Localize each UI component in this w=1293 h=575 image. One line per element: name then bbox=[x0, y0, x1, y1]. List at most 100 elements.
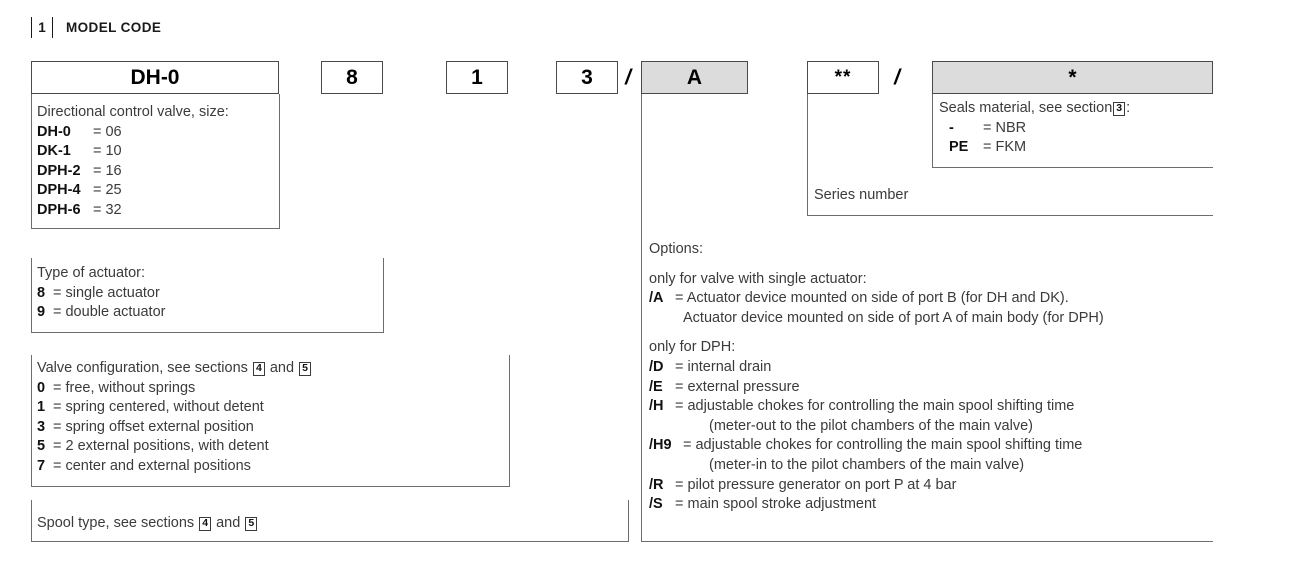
section-ref-badge-4: 4 bbox=[199, 516, 212, 531]
option-value: = adjustable chokes for controlling the … bbox=[675, 398, 1075, 415]
table-row: DK-1 = 10 bbox=[37, 142, 276, 162]
bracket-bottom-line bbox=[932, 166, 1213, 168]
valve-config-title-mid: and bbox=[269, 360, 295, 376]
page-title: MODEL CODE bbox=[66, 20, 162, 35]
bracket-bottom-line bbox=[641, 540, 1213, 542]
option-value: Actuator device mounted on side of port … bbox=[683, 309, 1104, 326]
actuator-value: = double actuator bbox=[53, 304, 166, 321]
table-row: /A = Actuator device mounted on side of … bbox=[649, 289, 1209, 309]
series-number-block: Series number bbox=[807, 94, 1213, 216]
table-row: - = NBR bbox=[939, 119, 1209, 139]
bracket-bottom-line bbox=[31, 227, 280, 229]
option-value: = pilot pressure generator on port P at … bbox=[675, 476, 957, 493]
section-heading: 1 MODEL CODE bbox=[31, 17, 161, 38]
table-row: 0 = free, without springs bbox=[37, 379, 506, 399]
actuator-code-box[interactable]: 8 bbox=[321, 61, 383, 94]
seals-title-post: : bbox=[1126, 100, 1131, 116]
config-value: = 2 external positions, with detent bbox=[53, 438, 269, 455]
table-row: DPH-6 = 32 bbox=[37, 201, 276, 221]
actuator-key: 9 bbox=[37, 304, 46, 321]
table-row: /R = pilot pressure generator on port P … bbox=[649, 476, 1209, 496]
table-row: (meter-in to the pilot chambers of the m… bbox=[649, 456, 1209, 476]
seal-key: - bbox=[949, 119, 954, 136]
spool-title-mid: and bbox=[216, 515, 241, 531]
config-key: 5 bbox=[37, 438, 46, 455]
seals-code-box[interactable]: * bbox=[932, 61, 1213, 94]
seal-key: PE bbox=[949, 139, 969, 156]
section-number-badge: 1 bbox=[31, 17, 53, 38]
table-row: 1 = spring centered, without detent bbox=[37, 398, 506, 418]
option-key bbox=[649, 456, 709, 476]
option-key: /A bbox=[649, 290, 664, 307]
option-key: /D bbox=[649, 358, 664, 375]
table-row: DPH-2 = 16 bbox=[37, 162, 276, 182]
option-value: = external pressure bbox=[675, 378, 800, 395]
option-value: (meter-in to the pilot chambers of the m… bbox=[709, 456, 1025, 473]
table-row: Actuator device mounted on side of port … bbox=[649, 309, 1209, 329]
option-key bbox=[649, 309, 683, 329]
options-block: Options: only for valve with single actu… bbox=[641, 94, 1213, 542]
bracket-bottom-line bbox=[31, 540, 629, 542]
valve-size-title: Directional control valve, size: bbox=[37, 104, 229, 120]
option-key: /E bbox=[649, 378, 663, 395]
table-row: DH-0 = 06 bbox=[37, 123, 276, 143]
table-row: /E = external pressure bbox=[649, 378, 1209, 398]
seal-value: = NBR bbox=[983, 119, 1027, 136]
bracket-right-line bbox=[382, 258, 384, 333]
option-key bbox=[649, 417, 709, 437]
option-value: = Actuator device mounted on side of por… bbox=[675, 290, 1069, 307]
seal-value: = FKM bbox=[983, 139, 1027, 156]
actuator-key: 8 bbox=[37, 284, 46, 301]
option-value: = internal drain bbox=[675, 358, 772, 375]
bracket-left-line bbox=[641, 94, 643, 542]
table-row: 7 = center and external positions bbox=[37, 457, 506, 477]
option-key: /S bbox=[649, 496, 663, 513]
valve-size-block: Directional control valve, size: DH-0 = … bbox=[31, 94, 280, 229]
series-number-label: Series number bbox=[814, 187, 909, 203]
options-heading: Options: bbox=[649, 241, 703, 257]
size-value: = 10 bbox=[93, 143, 122, 160]
option-key: /R bbox=[649, 476, 664, 493]
config-value: = free, without springs bbox=[53, 379, 196, 396]
bracket-bottom-line bbox=[31, 331, 384, 333]
size-key: DK-1 bbox=[37, 143, 71, 160]
config-code-box[interactable]: 1 bbox=[446, 61, 508, 94]
table-row: /H = adjustable chokes for controlling t… bbox=[649, 397, 1209, 417]
config-key: 1 bbox=[37, 399, 46, 416]
spool-code-box[interactable]: 3 bbox=[556, 61, 618, 94]
config-key: 3 bbox=[37, 418, 46, 435]
options-code-box[interactable]: A bbox=[641, 61, 748, 94]
bracket-right-line bbox=[508, 355, 510, 487]
bracket-left-line bbox=[932, 94, 934, 168]
table-row: 3 = spring offset external position bbox=[37, 418, 506, 438]
size-value: = 25 bbox=[93, 182, 122, 199]
config-value: = spring centered, without detent bbox=[53, 399, 264, 416]
table-row: 8 = single actuator bbox=[37, 284, 380, 304]
table-row: PE = FKM bbox=[939, 138, 1209, 158]
config-value: = spring offset external position bbox=[53, 418, 254, 435]
model-code-box[interactable]: DH-0 bbox=[31, 61, 279, 94]
bracket-bottom-line bbox=[807, 214, 1213, 216]
actuator-type-block: Type of actuator: 8 = single actuator 9 … bbox=[31, 258, 384, 333]
option-key: /H9 bbox=[649, 437, 672, 454]
actuator-value: = single actuator bbox=[53, 284, 160, 301]
size-value: = 16 bbox=[93, 162, 122, 179]
series-code-box[interactable]: ** bbox=[807, 61, 879, 94]
options-group1-title: only for valve with single actuator: bbox=[649, 270, 867, 287]
slash-separator-1: / bbox=[625, 65, 631, 89]
bracket-right-line bbox=[627, 500, 629, 542]
section-ref-badge-5: 5 bbox=[299, 361, 311, 376]
size-key: DPH-2 bbox=[37, 162, 81, 179]
table-row: DPH-4 = 25 bbox=[37, 181, 276, 201]
option-key: /H bbox=[649, 398, 664, 415]
valve-configuration-block: Valve configuration, see sections 4 and … bbox=[31, 355, 510, 487]
spool-title-pre: Spool type, see sections bbox=[37, 515, 195, 531]
options-group2-title: only for DPH: bbox=[649, 339, 736, 356]
slash-separator-2: / bbox=[894, 65, 900, 89]
table-row: /D = internal drain bbox=[649, 358, 1209, 378]
bracket-right-line bbox=[278, 94, 280, 229]
option-value: (meter-out to the pilot chambers of the … bbox=[709, 417, 1033, 434]
